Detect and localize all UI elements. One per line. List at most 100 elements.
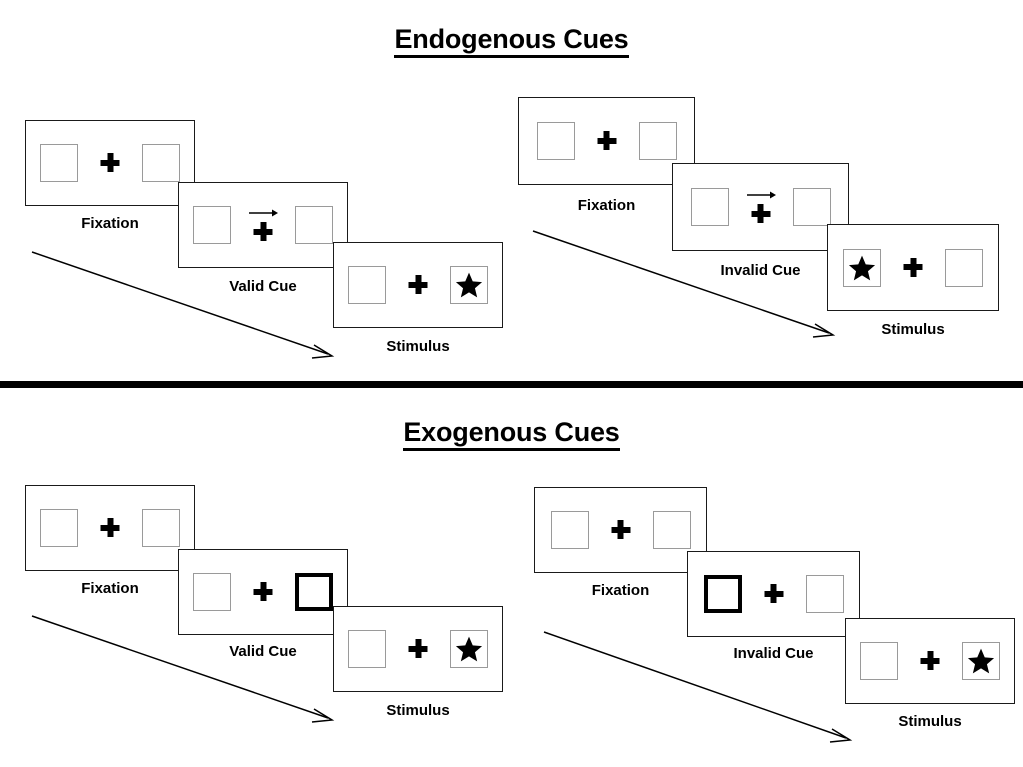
placeholder-box-right	[962, 642, 1000, 680]
star-icon	[848, 254, 876, 282]
star-icon	[455, 635, 483, 663]
section-title-endogenous: Endogenous Cues	[0, 24, 1023, 58]
trial-stage	[40, 500, 180, 556]
trial-stage	[550, 502, 691, 558]
fixation-cross	[594, 121, 620, 161]
placeholder-box-right	[638, 122, 677, 160]
placeholder-box-left-cued	[703, 575, 742, 613]
placeholder-box-right-cued	[295, 573, 333, 611]
trial-stage	[193, 197, 333, 253]
placeholder-box-left	[40, 509, 78, 547]
cross-icon	[253, 222, 273, 241]
trial-frame-label: Valid Cue	[229, 643, 297, 660]
trial-frame-content	[828, 225, 998, 310]
cross-icon	[253, 582, 273, 601]
placeholder-box-left	[193, 573, 231, 611]
arrow-right-icon	[746, 189, 776, 201]
trial-frame-content	[519, 98, 694, 184]
trial-frame-content	[688, 552, 859, 636]
placeholder-box-right	[142, 144, 180, 182]
placeholder-box-left	[348, 630, 386, 668]
fixation-cross	[97, 508, 123, 548]
trial-frame-label: Stimulus	[386, 702, 450, 719]
section-title-exogenous-text: Exogenous Cues	[403, 417, 620, 451]
trial-frame-stimulus	[333, 606, 503, 692]
trial-frame-content	[334, 607, 502, 691]
trial-stage	[348, 257, 488, 313]
cross-icon	[751, 204, 770, 223]
trial-frame-invalid-cue	[687, 551, 860, 637]
star-icon	[967, 647, 995, 675]
fixation-cross	[900, 248, 926, 288]
placeholder-box-right	[142, 509, 180, 547]
trial-frame-content	[846, 619, 1014, 703]
trial-frame-label: Stimulus	[386, 338, 450, 355]
trial-frame-stimulus	[845, 618, 1015, 704]
cross-icon	[920, 651, 940, 670]
trial-frame-fixation	[518, 97, 695, 185]
section-divider	[0, 381, 1023, 388]
cross-icon	[611, 520, 630, 539]
trial-stage	[860, 633, 1000, 689]
trial-frame-content	[179, 550, 347, 634]
placeholder-box-right	[652, 511, 691, 549]
trial-frame-content	[179, 183, 347, 267]
placeholder-box-left	[536, 122, 575, 160]
placeholder-box-left	[193, 206, 231, 244]
placeholder-box-right	[792, 188, 831, 226]
placeholder-box-left	[40, 144, 78, 182]
trial-stage	[40, 135, 180, 191]
cross-icon	[764, 584, 783, 603]
placeholder-box-right	[450, 266, 488, 304]
placeholder-box-left	[843, 248, 881, 287]
fixation-cross	[248, 205, 278, 245]
star-icon	[455, 271, 483, 299]
trial-stage	[348, 621, 488, 677]
trial-frame-content	[535, 488, 706, 572]
trial-frame-label: Stimulus	[881, 321, 945, 338]
fixation-cross	[405, 265, 431, 305]
cross-icon	[100, 518, 120, 537]
trial-frame-label: Stimulus	[898, 713, 962, 730]
arrow-right-icon	[248, 207, 278, 219]
trial-frame-label: Fixation	[81, 215, 139, 232]
trial-stage	[193, 564, 333, 620]
placeholder-box-left	[550, 511, 589, 549]
placeholder-box-left	[348, 266, 386, 304]
fixation-cross	[917, 641, 943, 681]
trial-frame-content	[26, 486, 194, 570]
section-endogenous-cues: Endogenous Cues Fixation	[0, 24, 1023, 359]
trial-frame-content	[26, 121, 194, 205]
trial-frame-stimulus	[827, 224, 999, 311]
cross-icon	[408, 639, 428, 658]
trial-frame-valid-cue	[178, 182, 348, 268]
section-title-exogenous: Exogenous Cues	[0, 417, 1023, 451]
trial-stage	[843, 240, 983, 296]
cross-icon	[100, 153, 120, 172]
trial-frame-invalid-cue	[672, 163, 849, 251]
trial-frame-label: Valid Cue	[229, 278, 297, 295]
placeholder-box-right	[945, 248, 983, 287]
fixation-cross	[405, 629, 431, 669]
fixation-cross	[746, 187, 776, 227]
placeholder-box-right	[450, 630, 488, 668]
cross-icon	[408, 275, 428, 294]
trial-stage	[536, 113, 677, 169]
cross-icon	[903, 257, 923, 277]
trial-frame-label: Invalid Cue	[733, 645, 814, 662]
trial-stage	[703, 566, 844, 622]
trial-frame-valid-cue	[178, 549, 348, 635]
trial-frame-fixation	[25, 485, 195, 571]
placeholder-box-left	[690, 188, 729, 226]
trial-frame-stimulus	[333, 242, 503, 328]
trial-frame-label: Fixation	[577, 197, 636, 214]
fixation-cross	[761, 574, 787, 614]
trial-stage	[690, 179, 831, 235]
trial-frame-label: Fixation	[591, 582, 650, 599]
fixation-cross	[97, 143, 123, 183]
section-title-endogenous-text: Endogenous Cues	[394, 24, 629, 58]
trial-frame-content	[673, 164, 848, 250]
trial-frame-label: Fixation	[81, 580, 139, 597]
trial-frame-fixation	[25, 120, 195, 206]
placeholder-box-left	[860, 642, 898, 680]
